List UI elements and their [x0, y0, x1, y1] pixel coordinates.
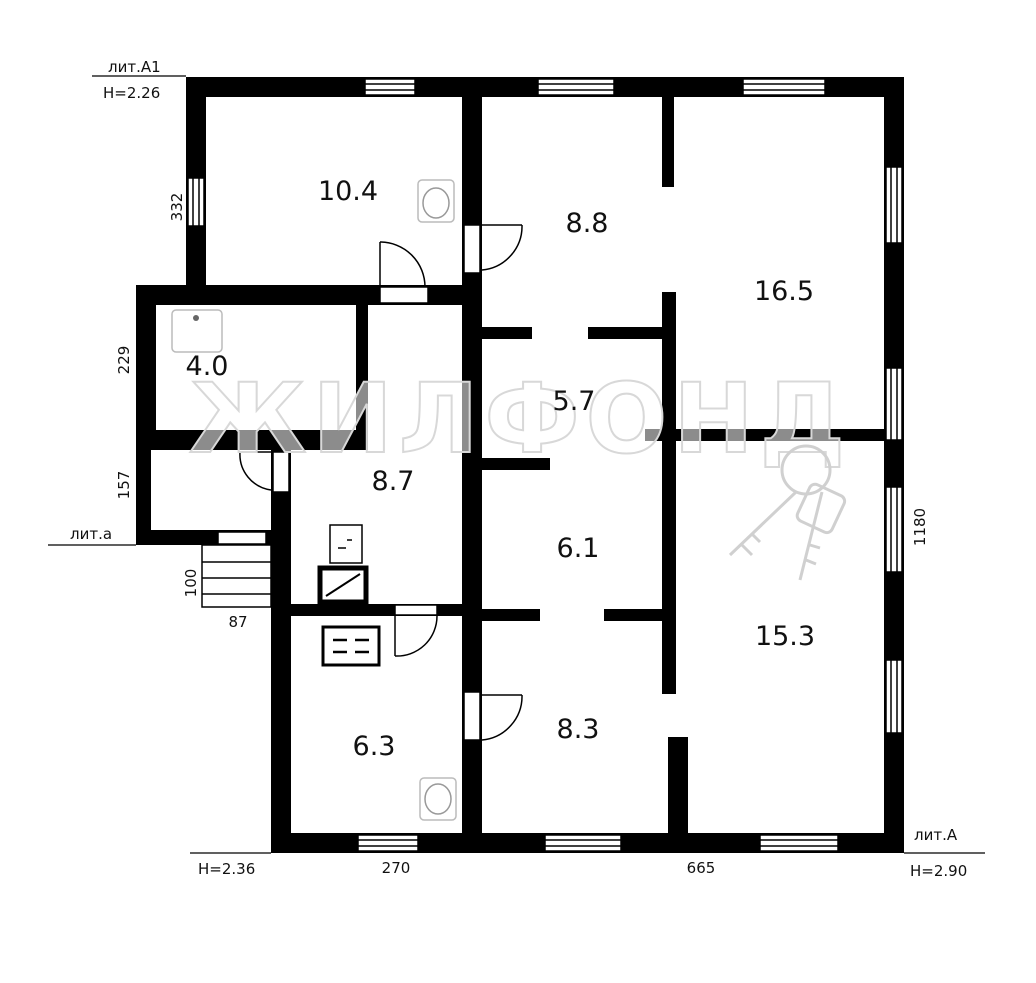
wall-8-7-6-3	[271, 604, 482, 616]
window-bottom-2	[544, 834, 622, 852]
stove-heater-icon	[317, 565, 369, 605]
windows	[187, 78, 903, 852]
door-room-8-8	[463, 224, 523, 274]
room-area-label: 8.8	[566, 208, 609, 239]
window-right-4	[885, 659, 903, 734]
fixtures	[171, 179, 457, 821]
room-area-label: 8.3	[557, 714, 600, 745]
lit-a-label: лит.А	[914, 826, 958, 844]
sink-lower-icon	[419, 777, 457, 821]
wall-6-1-8-3-left	[482, 609, 540, 621]
dimension-label: 1180	[911, 508, 929, 546]
sink-icon	[417, 179, 455, 223]
door-room-6-3	[394, 604, 438, 657]
room-area-label: 16.5	[754, 276, 814, 307]
dimension-label: 100	[182, 569, 200, 598]
room-area-label: 10.4	[318, 176, 378, 207]
wall-stub-bottom	[668, 737, 688, 833]
wall-bottom-bath	[136, 430, 368, 450]
watermark: ЖИЛФОНД	[188, 362, 851, 581]
door-room-10-4	[379, 241, 429, 304]
door-room-8-3	[463, 691, 523, 741]
dimension-label: 332	[168, 193, 186, 222]
bathtub-icon	[171, 309, 223, 353]
lit-labels: лит.А1 Н=2.26 лит.а Н=2.36 лит.А Н=2.90	[70, 58, 967, 880]
lit-h236-label: Н=2.36	[198, 860, 255, 878]
wall-8-8-5-7-left	[482, 327, 532, 339]
svg-text:ЖИЛФОНД: ЖИЛФОНД	[189, 363, 851, 475]
room-area-label: 8.7	[372, 466, 415, 497]
wall-stub-top	[662, 97, 674, 187]
doors	[217, 224, 523, 741]
window-top-3	[742, 78, 826, 96]
lit-a1-label: лит.А1	[108, 58, 161, 76]
window-right-3	[885, 486, 903, 573]
wall-left-lower	[271, 450, 291, 853]
window-right-1	[885, 166, 903, 244]
wall-outer-right	[884, 77, 904, 853]
annotation-lines	[48, 75, 985, 854]
wall-6-1-8-3-right	[604, 609, 676, 621]
dimension-label: 87	[228, 613, 247, 631]
keys-icon	[728, 444, 847, 581]
door-vestibule	[239, 451, 290, 493]
window-bottom-1	[357, 834, 419, 852]
room-area-label: 5.7	[553, 386, 596, 417]
lit-a1-height: Н=2.26	[103, 84, 160, 102]
room-area-label: 6.1	[557, 533, 600, 564]
wall-hall-right	[662, 292, 676, 694]
window-top-1	[364, 78, 416, 96]
dimension-label: 270	[382, 859, 411, 877]
room-labels: 10.4 8.8 16.5 4.0 5.7 8.7 6.1 15.3 6.3 8…	[186, 176, 816, 762]
wall-5-7-6-1	[482, 458, 550, 470]
window-left-1	[187, 177, 205, 227]
wall-top-bath	[136, 285, 481, 305]
room-area-label: 6.3	[353, 731, 396, 762]
wall-right-bath	[356, 305, 368, 440]
entrance-steps	[201, 544, 272, 608]
dimension-labels: 332 229 157 100 87 270 665 1180	[115, 193, 929, 877]
cooker-icon	[321, 625, 381, 667]
room-area-label: 4.0	[186, 351, 229, 382]
room-area-label: 15.3	[755, 621, 815, 652]
lit-a-small-label: лит.а	[70, 525, 112, 543]
dimension-label: 665	[687, 859, 716, 877]
window-top-2	[537, 78, 615, 96]
wall-left-bath	[136, 285, 156, 450]
wall-8-8-5-7-right	[588, 327, 674, 339]
window-right-2	[885, 367, 903, 441]
window-bottom-3	[759, 834, 839, 852]
wall-16-5-15-3	[645, 429, 904, 441]
boiler-icon	[329, 524, 363, 564]
wall-vestibule-left	[136, 450, 151, 545]
dimension-label: 157	[115, 471, 133, 500]
dimension-label: 229	[115, 346, 133, 375]
lit-a-height: Н=2.90	[910, 862, 967, 880]
